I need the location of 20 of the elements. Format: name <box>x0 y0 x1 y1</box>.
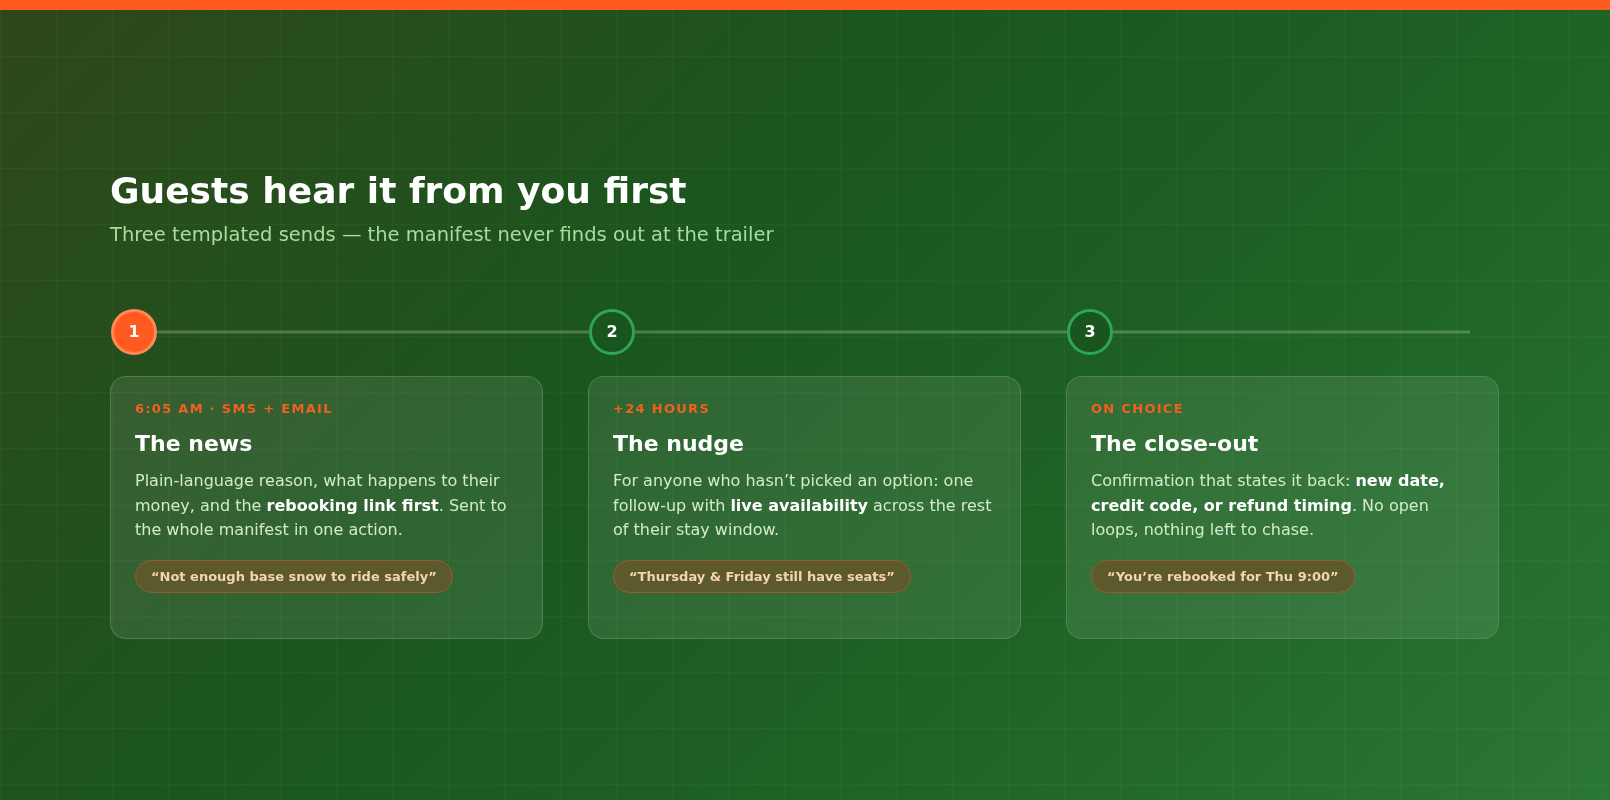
card-title: The close-out <box>1091 430 1260 458</box>
card-description: Plain-language reason, what happens to their money, and the rebooking link first. Sent to the whole manifest in one action. <box>135 470 508 542</box>
connector-line <box>1113 330 1470 334</box>
page-title: Guests hear it from you first <box>110 169 688 213</box>
step-card <box>1066 376 1499 639</box>
step-card <box>110 376 543 639</box>
card-description: Confirmation that states it back: new date, credit code, or refund timing. No open loops, nothing left to chase. <box>1091 470 1446 542</box>
quote-chip: “You’re rebooked for Thu 9:00” <box>1091 559 1355 593</box>
step-card <box>588 376 1021 639</box>
card-title: The news <box>135 430 254 458</box>
connector-line <box>157 330 589 334</box>
timing-label: 6:05 AM · SMS + EMAIL <box>135 400 334 418</box>
timing-label: ON CHOICE <box>1091 400 1185 418</box>
quote-chip: “Not enough base snow to ride safely” <box>135 559 453 593</box>
quote-chip: “Thursday & Friday still have seats” <box>613 559 911 593</box>
card-description: For anyone who hasn’t picked an option: one follow-up with live availability across the rest of their stay window. <box>613 470 993 542</box>
page-subtitle: Three templated sends — the manifest never finds out at the trailer <box>110 222 774 248</box>
card-title: The nudge <box>613 430 745 458</box>
connector-line <box>635 330 1067 334</box>
timing-label: +24 HOURS <box>613 400 712 418</box>
